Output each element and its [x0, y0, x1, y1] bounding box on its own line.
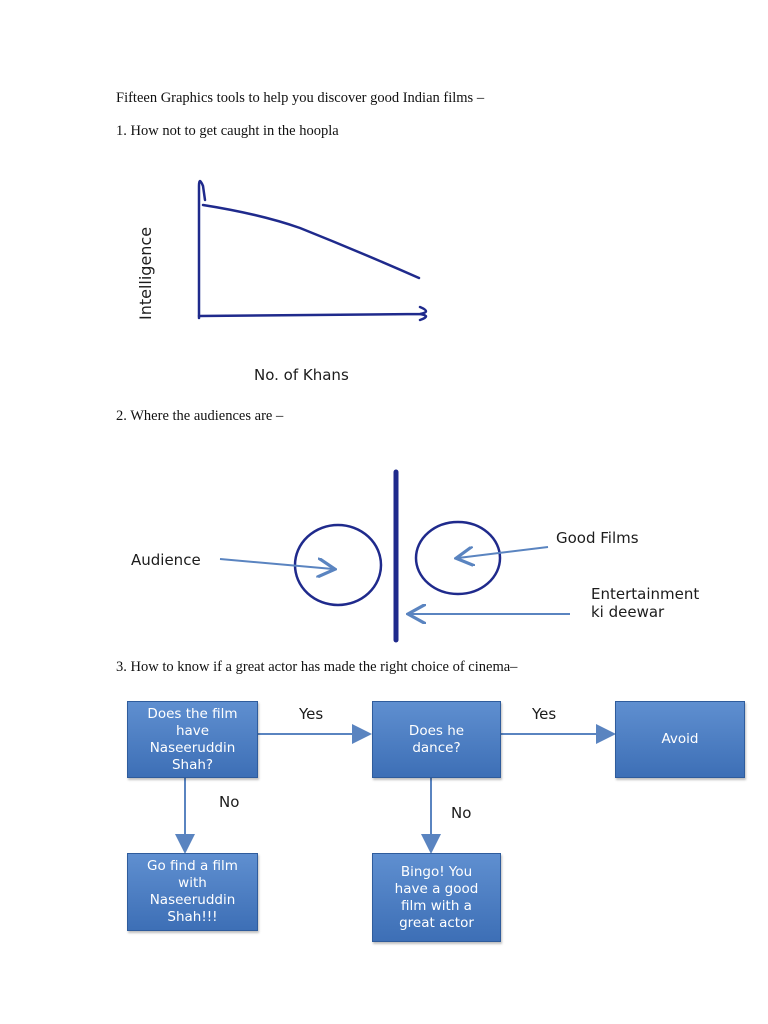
y-axis-label: Intelligence — [136, 226, 155, 320]
flow-box-text: Does he dance? — [408, 722, 465, 756]
edge-label-yes-2: Yes — [532, 705, 557, 723]
good-films-label: Good Films — [556, 529, 639, 547]
flow-box-text: Bingo! You have a good film with a great… — [394, 863, 479, 931]
decline-line — [201, 203, 421, 280]
flow-box-dance-question: Does he dance? — [372, 701, 501, 778]
flow-box-naseeruddin-question: Does the film have Naseeruddin Shah? — [127, 701, 258, 778]
x-axis-label: No. of Khans — [254, 366, 349, 384]
flow-box-bingo: Bingo! You have a good film with a great… — [372, 853, 501, 942]
flow-box-text: Go find a film with Naseeruddin Shah!!! — [147, 858, 238, 925]
flow-box-text: Does the film have Naseeruddin Shah? — [147, 705, 238, 773]
edge-label-no-2: No — [451, 804, 472, 822]
audience-arrow — [219, 559, 333, 569]
wall-label-line1: Entertainment — [591, 585, 700, 603]
audience-label: Audience — [131, 551, 201, 569]
good-films-arrow — [458, 546, 549, 558]
flow-box-avoid: Avoid — [615, 701, 745, 778]
wall-label-line2: ki deewar — [591, 603, 665, 621]
document-title: Fifteen Graphics tools to help you disco… — [116, 90, 485, 106]
section-2-heading: 2. Where the audiences are – — [116, 408, 284, 424]
edge-label-no-1: No — [219, 793, 240, 811]
edge-label-yes-1: Yes — [299, 705, 324, 723]
section-3-heading: 3. How to know if a great actor has made… — [116, 659, 518, 675]
good-films-circle — [414, 520, 502, 596]
audience-circle — [293, 523, 383, 607]
x-axis — [197, 305, 428, 322]
y-axis — [197, 179, 207, 320]
flow-box-text: Avoid — [661, 731, 699, 747]
flow-box-go-find: Go find a film with Naseeruddin Shah!!! — [127, 853, 258, 931]
section-1-heading: 1. How not to get caught in the hoopla — [116, 123, 339, 139]
